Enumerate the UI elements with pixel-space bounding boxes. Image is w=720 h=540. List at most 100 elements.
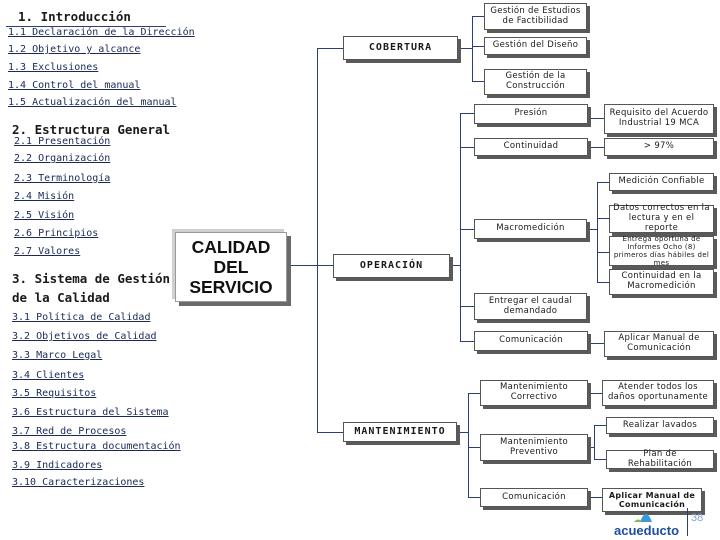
node-continuidad-req[interactable]: > 97% — [604, 138, 714, 156]
branch-mantenimiento[interactable]: MANTENIMIENTO — [343, 422, 457, 442]
node-label: Requisito del Acuerdo Industrial 19 MCA — [609, 108, 709, 128]
node-requisito-acuerdo[interactable]: Requisito del Acuerdo Industrial 19 MCA — [604, 104, 714, 134]
node-mantenimiento-preventivo[interactable]: Mantenimiento Preventivo — [480, 434, 588, 461]
drop-icon — [634, 514, 652, 522]
node-medicion-confiable[interactable]: Medición Confiable — [609, 173, 714, 191]
nav-item-1-2[interactable]: 1.2 Objetivo y alcance — [8, 44, 141, 55]
node-comunicacion-mantenimiento[interactable]: Comunicación — [480, 488, 588, 507]
node-atender-danos[interactable]: Atender todos los daños oportunamente — [602, 380, 714, 406]
connector — [317, 432, 343, 433]
nav-item-2-4[interactable]: 2.4 Misión — [14, 191, 75, 202]
branch-mantenimiento-label: MANTENIMIENTO — [354, 426, 446, 438]
nav-item-1-1[interactable]: 1.1 Declaración de la Dirección — [8, 27, 195, 38]
node-aplicar-manual-mantenimiento[interactable]: Aplicar Manual de Comunicación — [602, 488, 702, 512]
node-label: Comunicación — [499, 335, 563, 346]
nav-item-3-9[interactable]: 3.9 Indicadores — [12, 460, 103, 471]
node-entregar-caudal[interactable]: Entregar el caudal demandado — [474, 293, 587, 320]
branch-cobertura-label: COBERTURA — [368, 42, 433, 54]
section-3-title[interactable]: 3. Sistema de Gestión — [12, 271, 171, 286]
nav-item-3-10[interactable]: 3.10 Caracterizaciones — [12, 477, 145, 488]
connector — [460, 229, 474, 230]
connector — [460, 341, 474, 342]
node-aplicar-manual-operacion[interactable]: Aplicar Manual de Comunicación — [604, 331, 714, 357]
node-datos-correctos[interactable]: Datos correctos en la lectura y en el re… — [609, 203, 714, 233]
connector — [588, 343, 604, 344]
connector — [460, 306, 474, 307]
node-label: Gestión de la Construcción — [505, 71, 566, 91]
node-label: Datos correctos en la lectura y en el re… — [613, 203, 710, 233]
connector — [287, 265, 317, 266]
node-macromedicion[interactable]: Macromedición — [474, 219, 587, 239]
nav-item-3-5[interactable]: 3.5 Requisitos — [12, 388, 97, 399]
node-continuidad[interactable]: Continuidad — [474, 138, 588, 156]
connector — [460, 147, 474, 148]
nav-item-3-3[interactable]: 3.3 Marco Legal — [12, 350, 103, 361]
nav-item-3-2[interactable]: 3.2 Objetivos de Calidad — [12, 331, 157, 342]
nav-item-3-6[interactable]: 3.6 Estructura del Sistema — [12, 407, 169, 418]
connector — [597, 218, 609, 219]
nav-item-2-2[interactable]: 2.2 Organización — [14, 153, 111, 164]
node-mantenimiento-correctivo[interactable]: Mantenimiento Correctivo — [480, 380, 588, 406]
nav-item-3-8[interactable]: 3.8 Estructura documentación — [12, 441, 181, 452]
branch-cobertura[interactable]: COBERTURA — [343, 36, 458, 60]
connector — [472, 16, 484, 17]
section-1-divider — [6, 26, 166, 27]
nav-item-2-6[interactable]: 2.6 Principios — [14, 228, 99, 239]
nav-item-2-7[interactable]: 2.7 Valores — [14, 246, 81, 257]
node-label: Continuidad — [503, 141, 559, 152]
root-node-calidad-del-servicio[interactable]: CALIDAD DEL SERVICIO — [175, 232, 287, 302]
node-plan-rehabilitacion[interactable]: Plan de Rehabilitación — [606, 449, 714, 469]
connector — [588, 497, 602, 498]
branch-operacion[interactable]: OPERACIÓN — [333, 254, 450, 278]
connector — [460, 113, 461, 341]
node-label: Mantenimiento Correctivo — [500, 382, 568, 402]
footer-divider — [687, 508, 688, 536]
node-presion[interactable]: Presión — [474, 104, 588, 124]
section-3-title-line2[interactable]: de la Calidad — [12, 290, 110, 305]
connector — [594, 459, 606, 460]
connector — [457, 432, 468, 433]
connector — [472, 46, 484, 47]
connector — [460, 113, 474, 114]
nav-item-1-3[interactable]: 1.3 Exclusiones — [8, 62, 99, 73]
connector — [468, 393, 480, 394]
nav-item-3-7[interactable]: 3.7 Red de Procesos — [12, 426, 127, 437]
section-1-title[interactable]: 1. Introducción — [18, 9, 131, 24]
node-gestion-estudios-factibilidad[interactable]: Gestión de Estudios de Factibilidad — [484, 3, 587, 30]
node-gestion-diseno[interactable]: Gestión del Diseño — [484, 37, 587, 55]
nav-item-3-1[interactable]: 3.1 Política de Calidad — [12, 312, 151, 323]
node-label: Gestión del Diseño — [492, 40, 579, 51]
connector — [458, 48, 472, 49]
connector — [597, 282, 609, 283]
section-2-title[interactable]: 2. Estructura General — [12, 122, 171, 137]
connector — [594, 425, 606, 426]
node-label: Realizar lavados — [622, 419, 698, 430]
node-realizar-lavados[interactable]: Realizar lavados — [606, 417, 714, 434]
node-comunicacion-operacion[interactable]: Comunicación — [474, 331, 588, 351]
connector — [597, 182, 609, 183]
node-label: Mantenimiento Preventivo — [500, 436, 568, 457]
nav-item-2-5[interactable]: 2.5 Visión — [14, 210, 75, 221]
node-label: Entregar el caudal demandado — [488, 295, 573, 316]
connector — [317, 48, 343, 49]
connector — [588, 147, 604, 148]
connector — [597, 252, 609, 253]
node-label: Comunicación — [502, 491, 566, 502]
node-label: Entrega oportuna de Informes Ocho (8) pr… — [613, 234, 710, 268]
node-label: Aplicar Manual de Comunicación — [608, 490, 696, 509]
node-label: Macromedición — [496, 223, 565, 234]
node-entrega-informes[interactable]: Entrega oportuna de Informes Ocho (8) pr… — [609, 234, 714, 268]
connector — [468, 447, 480, 448]
root-node-label: CALIDAD DEL SERVICIO — [189, 236, 273, 298]
connector — [588, 118, 604, 119]
nav-item-3-4[interactable]: 3.4 Clientes — [12, 370, 85, 381]
node-label: Medición Confiable — [618, 176, 705, 187]
node-label: Continuidad en la Macromedición — [621, 271, 702, 291]
connector — [472, 81, 484, 82]
nav-item-2-3[interactable]: 2.3 Terminología — [14, 173, 111, 184]
node-continuidad-macromedicion[interactable]: Continuidad en la Macromedición — [609, 269, 714, 295]
nav-item-1-4[interactable]: 1.4 Control del manual — [8, 80, 141, 91]
nav-item-1-5[interactable]: 1.5 Actualización del manual — [8, 97, 177, 108]
node-gestion-construccion[interactable]: Gestión de la Construcción — [484, 69, 587, 95]
nav-item-2-1[interactable]: 2.1 Presentación — [14, 136, 111, 147]
